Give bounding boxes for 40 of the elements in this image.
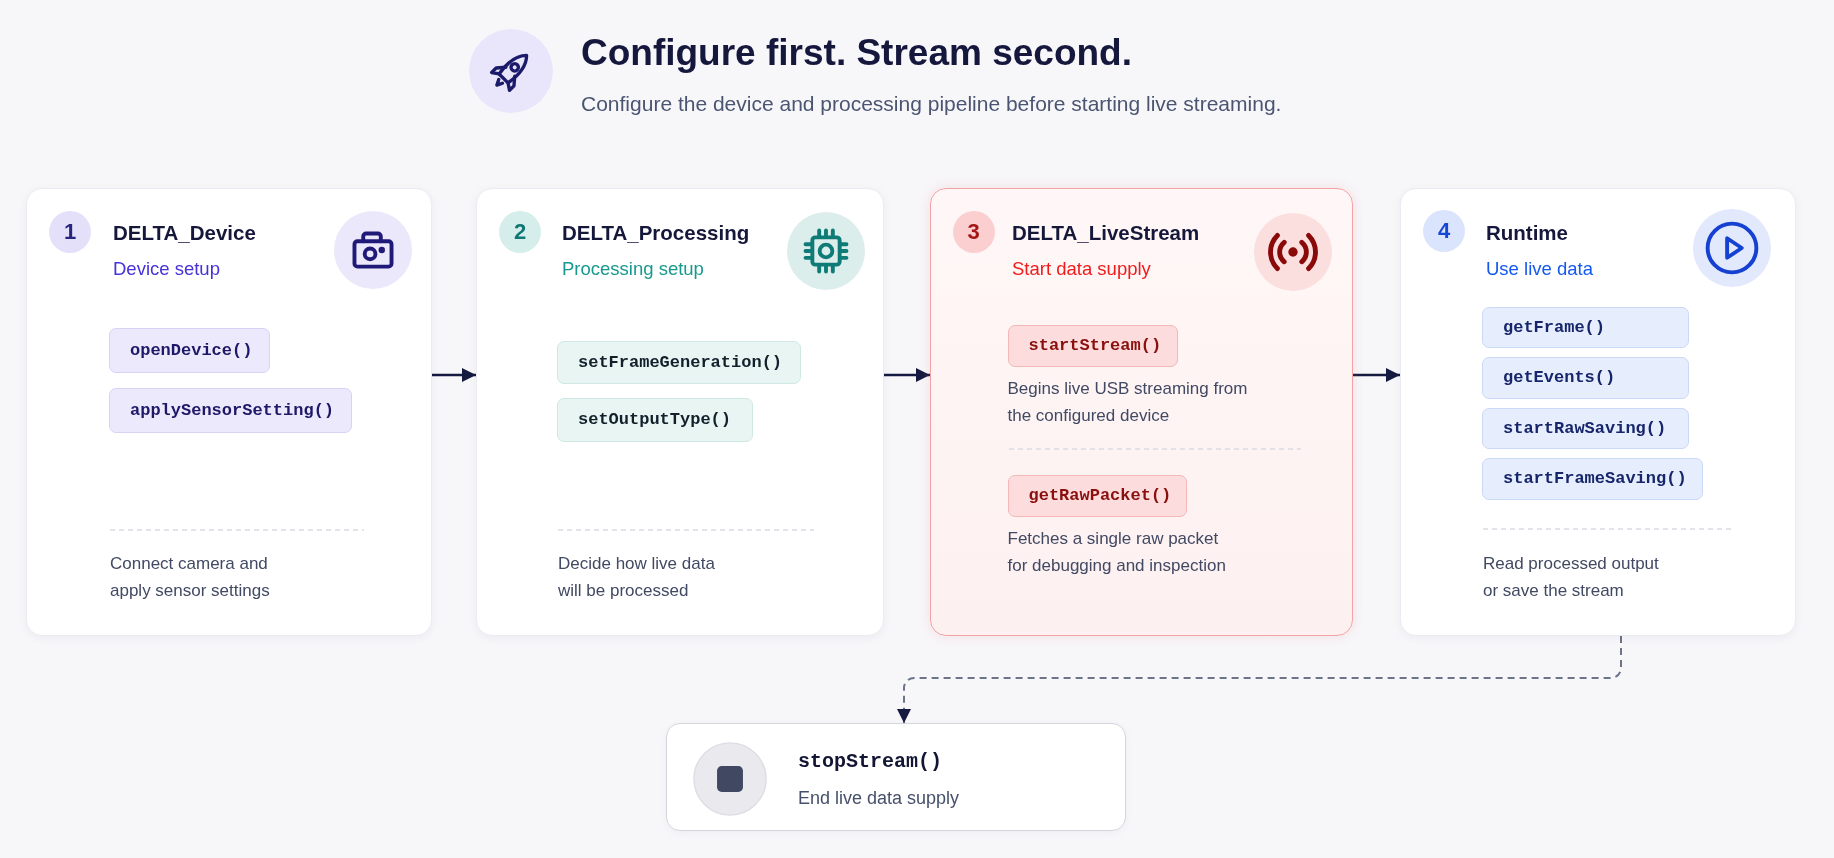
step-number-badge: 1 xyxy=(49,211,91,253)
diagram-subtitle: Configure the device and processing pipeline before starting live streaming. xyxy=(581,91,1282,117)
card-note: Read processed output or save the stream xyxy=(1483,553,1660,602)
card-subtitle: Processing setup xyxy=(562,257,704,281)
arrow xyxy=(1353,368,1400,382)
card-title: Runtime xyxy=(1486,220,1568,246)
method-description: Begins live USB streaming from the configured device xyxy=(1007,377,1249,427)
card-title: DELTA_Processing xyxy=(562,220,750,246)
diagram-title: Configure first. Stream second. xyxy=(581,31,1132,75)
step-number-badge: 3 xyxy=(952,210,995,253)
card-note: Connect camera and apply sensor settings xyxy=(110,553,271,602)
step-number-badge: 2 xyxy=(499,211,541,253)
step-card xyxy=(930,188,1353,636)
method-tag: setFrameGeneration() xyxy=(557,341,801,384)
method-tag: startFrameSaving() xyxy=(1482,458,1703,500)
arrow xyxy=(432,368,476,382)
card-subtitle: Use live data xyxy=(1486,257,1593,281)
method-tag: openDevice() xyxy=(109,328,270,373)
card-title: DELTA_Device xyxy=(113,220,256,246)
method-tag: getRawPacket() xyxy=(1007,474,1187,517)
step-card xyxy=(26,188,432,636)
card-subtitle: Device setup xyxy=(113,257,220,281)
card-subtitle: Start data supply xyxy=(1012,257,1151,281)
step-number-badge: 4 xyxy=(1423,210,1465,252)
method-tag: getFrame() xyxy=(1482,307,1689,348)
method-tag: applySensorSetting() xyxy=(109,388,352,433)
step-card xyxy=(476,188,884,636)
dashed-arrow xyxy=(897,635,1622,724)
card-title: DELTA_LiveStream xyxy=(1012,220,1200,246)
action-description: End live data supply xyxy=(798,787,960,810)
method-tag: setOutputType() xyxy=(557,398,753,442)
step-card xyxy=(1400,188,1796,636)
arrow xyxy=(884,368,930,382)
method-tag: startRawSaving() xyxy=(1482,408,1689,449)
function-name: stopStream() xyxy=(798,749,943,775)
method-description: Fetches a single raw packet for debugging and inspection xyxy=(1007,527,1227,577)
method-tag: startStream() xyxy=(1007,324,1178,367)
method-tag: getEvents() xyxy=(1482,357,1689,399)
action-card xyxy=(666,723,1126,831)
card-note: Decide how live data will be processed xyxy=(558,553,716,602)
